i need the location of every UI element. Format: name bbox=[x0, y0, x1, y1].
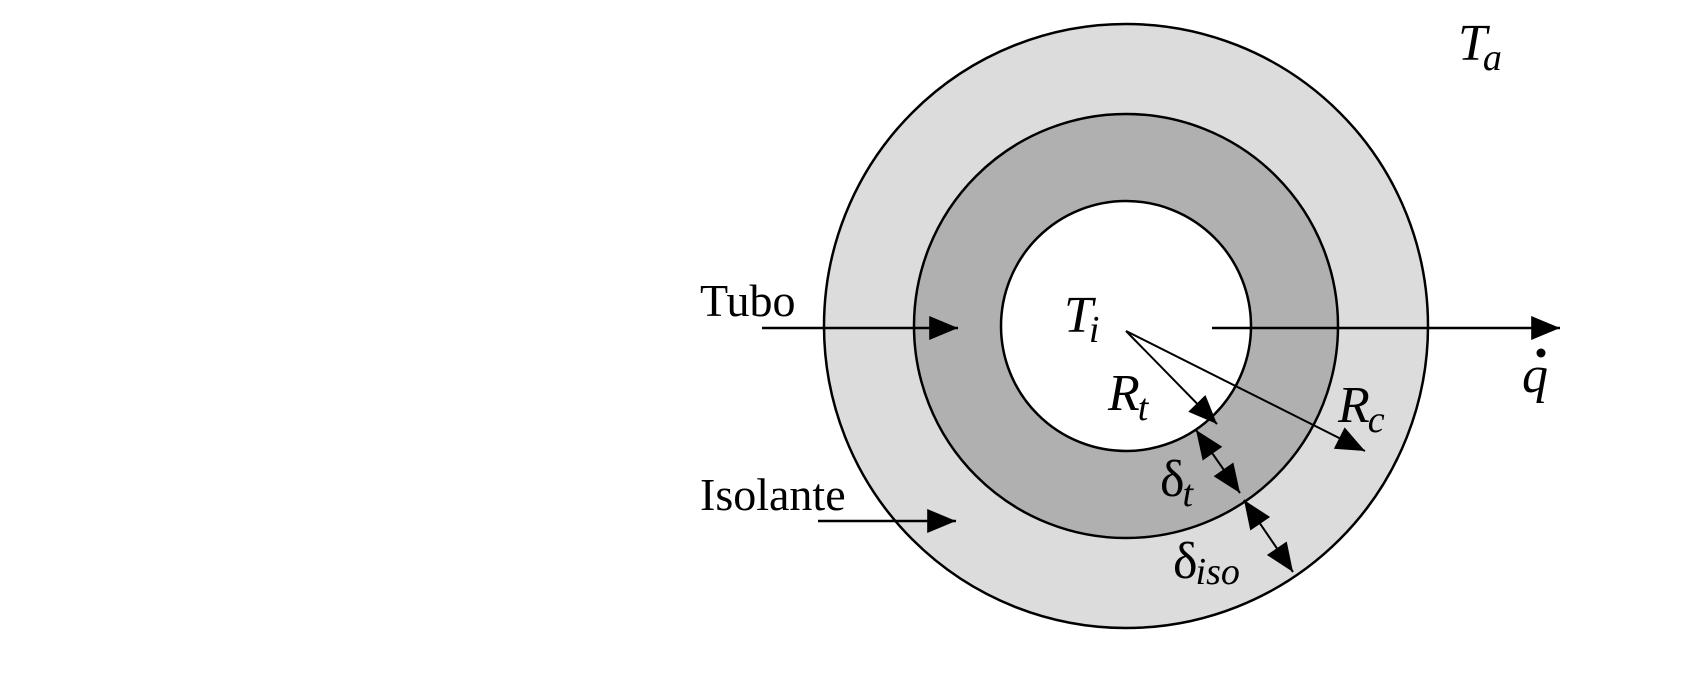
tube-radius-label: Rt bbox=[1107, 365, 1150, 429]
critical-radius-arrow bbox=[1125, 330, 1366, 452]
inner-temp-label: Ti bbox=[1064, 287, 1099, 351]
heat-flow-dot bbox=[1536, 348, 1546, 358]
critical-radius-label: Rc bbox=[1337, 377, 1385, 441]
insulation-label: Isolante bbox=[700, 469, 846, 520]
tube-bore bbox=[999, 199, 1253, 453]
insulation-thickness-label: δiso bbox=[1173, 533, 1240, 593]
tube-label: Tubo bbox=[700, 275, 795, 326]
tube-thickness-arrow bbox=[1195, 429, 1241, 494]
tube-radius-arrow bbox=[1125, 330, 1218, 425]
insulation-thickness-arrow bbox=[1243, 499, 1294, 573]
tube-thickness-label: δt bbox=[1160, 451, 1195, 515]
ambient-temp-label: Ta bbox=[1458, 15, 1502, 79]
